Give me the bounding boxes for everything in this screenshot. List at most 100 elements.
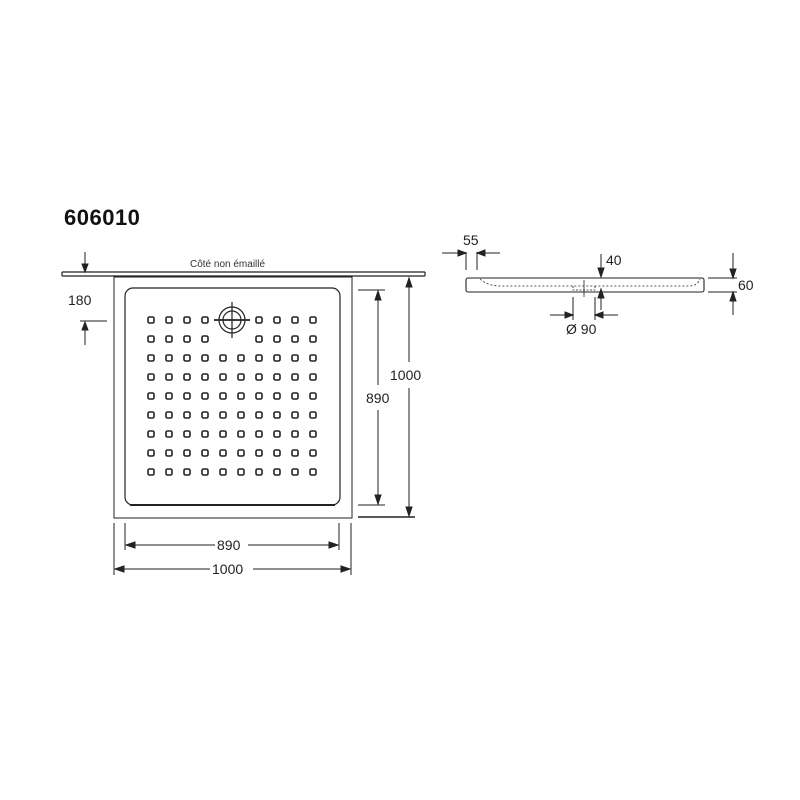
anti-slip-pad (219, 392, 227, 400)
anti-slip-pad (237, 468, 245, 476)
edge-note: Côté non émaillé (190, 259, 265, 270)
anti-slip-pad (273, 411, 281, 419)
anti-slip-pad (237, 392, 245, 400)
anti-slip-pad (273, 468, 281, 476)
anti-slip-pad (219, 430, 227, 438)
anti-slip-pad (183, 468, 191, 476)
anti-slip-pad (291, 316, 299, 324)
anti-slip-pad (255, 430, 263, 438)
anti-slip-pad (273, 430, 281, 438)
anti-slip-pad (183, 316, 191, 324)
rim-dimension (442, 249, 500, 270)
anti-slip-pad (237, 449, 245, 457)
anti-slip-pad (183, 354, 191, 362)
anti-slip-pad (165, 430, 173, 438)
anti-slip-pad (273, 316, 281, 324)
anti-slip-pad (165, 316, 173, 324)
anti-slip-pad (291, 392, 299, 400)
drain-offset-label: 180 (68, 292, 92, 308)
anti-slip-pad (165, 468, 173, 476)
anti-slip-pad (183, 449, 191, 457)
anti-slip-pad (201, 316, 209, 324)
anti-slip-pad (147, 430, 155, 438)
width-dimensions (113, 523, 352, 575)
height-section-dimension (708, 253, 737, 315)
anti-slip-pad (165, 335, 173, 343)
wall-edge (61, 271, 426, 277)
anti-slip-pad (255, 335, 263, 343)
anti-slip-pad (201, 449, 209, 457)
anti-slip-pad (309, 449, 317, 457)
anti-slip-pad (219, 373, 227, 381)
anti-slip-pad (201, 354, 209, 362)
anti-slip-pad (147, 468, 155, 476)
drain-offset-dimension (80, 252, 107, 345)
anti-slip-pad (147, 354, 155, 362)
anti-slip-pad (183, 373, 191, 381)
anti-slip-pad (255, 373, 263, 381)
anti-slip-pad (255, 316, 263, 324)
anti-slip-pad (309, 411, 317, 419)
anti-slip-pad (291, 335, 299, 343)
anti-slip-pad (183, 411, 191, 419)
anti-slip-pad (147, 373, 155, 381)
anti-slip-pad (237, 430, 245, 438)
anti-slip-pad (219, 468, 227, 476)
anti-slip-pad (147, 316, 155, 324)
anti-slip-grid (147, 316, 317, 476)
anti-slip-pad (237, 354, 245, 362)
section-height-label: 60 (738, 277, 754, 293)
anti-slip-pad (309, 373, 317, 381)
anti-slip-pad (309, 430, 317, 438)
anti-slip-pad (147, 335, 155, 343)
anti-slip-pad (201, 373, 209, 381)
anti-slip-pad (183, 430, 191, 438)
model-number: 606010 (64, 205, 141, 230)
anti-slip-pad (201, 468, 209, 476)
anti-slip-pad (219, 354, 227, 362)
rim-label: 55 (463, 232, 479, 248)
tray-outer (113, 276, 353, 519)
outer-width-label: 1000 (212, 561, 243, 577)
anti-slip-pad (183, 392, 191, 400)
inner-height-label: 890 (366, 390, 390, 406)
anti-slip-pad (291, 430, 299, 438)
anti-slip-pad (165, 373, 173, 381)
drain-diameter-dimension (550, 297, 618, 320)
depth-label: 40 (606, 252, 622, 268)
anti-slip-pad (309, 335, 317, 343)
anti-slip-pad (219, 449, 227, 457)
anti-slip-pad (255, 411, 263, 419)
anti-slip-pad (291, 449, 299, 457)
anti-slip-pad (255, 354, 263, 362)
anti-slip-pad (291, 411, 299, 419)
height-dimensions (358, 276, 415, 518)
anti-slip-pad (309, 354, 317, 362)
anti-slip-pad (219, 411, 227, 419)
anti-slip-pad (237, 373, 245, 381)
anti-slip-pad (201, 392, 209, 400)
anti-slip-pad (165, 449, 173, 457)
tray-section (465, 277, 705, 293)
anti-slip-pad (273, 373, 281, 381)
drain-diameter-label: Ø 90 (566, 321, 597, 337)
anti-slip-pad (201, 411, 209, 419)
anti-slip-pad (255, 468, 263, 476)
anti-slip-pad (273, 354, 281, 362)
anti-slip-pad (273, 335, 281, 343)
anti-slip-pad (165, 392, 173, 400)
anti-slip-pad (291, 468, 299, 476)
outer-height-label: 1000 (390, 367, 421, 383)
plan-view (61, 252, 426, 575)
anti-slip-pad (165, 354, 173, 362)
drain-icon (214, 302, 250, 338)
anti-slip-pad (165, 411, 173, 419)
anti-slip-pad (309, 468, 317, 476)
anti-slip-pad (309, 392, 317, 400)
section-view (442, 249, 737, 320)
anti-slip-pad (309, 316, 317, 324)
anti-slip-pad (255, 392, 263, 400)
anti-slip-pad (273, 449, 281, 457)
anti-slip-pad (201, 430, 209, 438)
